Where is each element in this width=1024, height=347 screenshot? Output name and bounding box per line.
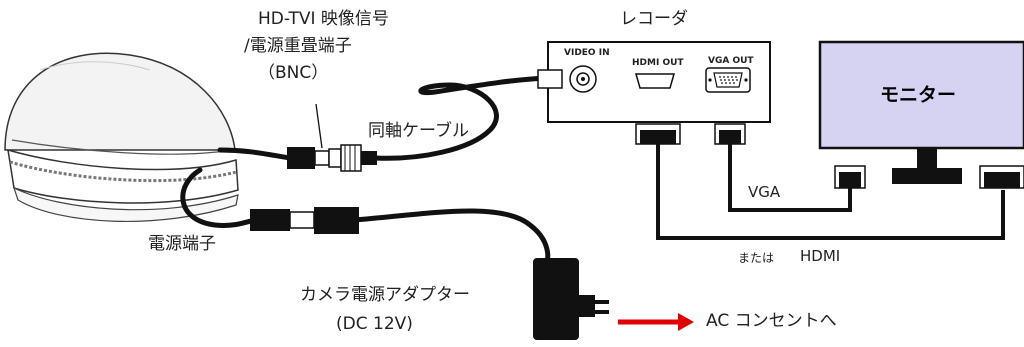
outlet-label: AC コンセントへ — [706, 311, 837, 331]
bnc-connector-pair — [287, 144, 377, 172]
hdmi-cable — [656, 144, 1005, 240]
camera-bnc-lead — [217, 147, 293, 161]
dome-camera — [4, 52, 239, 223]
hdmi-label: HDMI — [800, 247, 841, 265]
vga-out-port-label: VGA OUT — [708, 56, 754, 66]
signal-label-line2: /電源重畳端子 — [244, 36, 352, 56]
adapter-cable — [352, 208, 551, 268]
recorder-label: レコーダ — [620, 9, 688, 29]
or-label: または — [738, 251, 775, 265]
video-in-port-label: VIDEO IN — [564, 48, 610, 58]
camera-power-lead — [180, 167, 258, 228]
vga-label: VGA — [748, 183, 781, 201]
power-connector-pair — [250, 207, 359, 234]
adapter-label-line2: (DC 12V) — [336, 314, 413, 334]
hdmi-out-port-label: HDMI OUT — [632, 58, 684, 68]
recorder-box — [537, 41, 771, 123]
coax-cable — [372, 75, 548, 161]
cables — [180, 75, 551, 268]
power-terminal-label: 電源端子 — [148, 234, 216, 254]
monitor — [818, 40, 1024, 189]
outlet-arrow — [618, 313, 694, 331]
signal-label-line1: HD-TVI 映像信号 — [258, 9, 389, 29]
adapter-label-line1: カメラ電源アダプター — [300, 285, 470, 305]
signal-label-line3: （BNC） — [258, 63, 329, 83]
power-adapter — [533, 258, 609, 340]
monitor-cables — [656, 144, 1005, 240]
recorder-output-plugs — [635, 123, 746, 145]
coax-cable-label: 同軸ケーブル — [368, 121, 469, 141]
vga-cable — [728, 144, 852, 212]
monitor-label: モニター — [880, 84, 957, 106]
bnc-leader-line — [315, 103, 323, 149]
